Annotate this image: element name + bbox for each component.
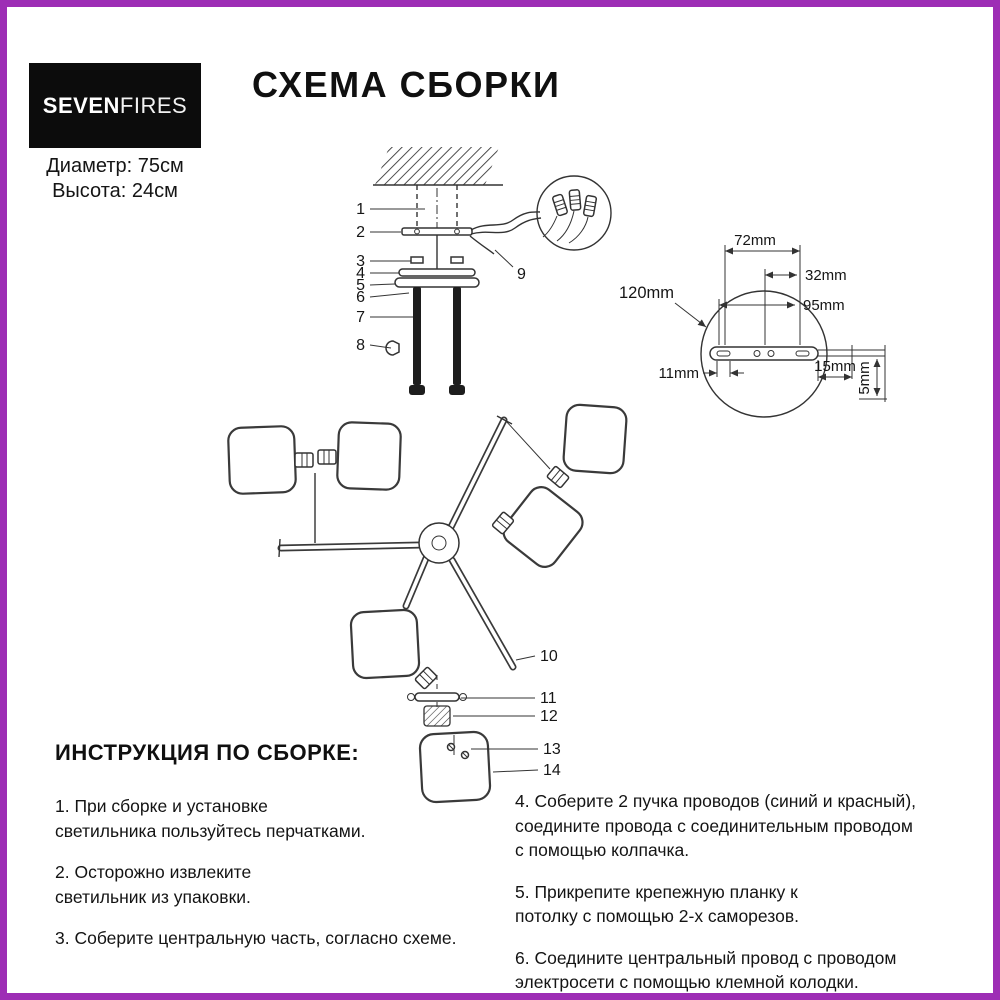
- callout-2: 2: [356, 224, 365, 241]
- mounting-strap: [709, 346, 819, 361]
- lamp-shade-1: [227, 425, 297, 495]
- lock-ring: [385, 340, 400, 356]
- dim-15mm: 15mm: [814, 358, 856, 375]
- dim-72mm: 72mm: [734, 232, 776, 249]
- canopy-plate-lower: [394, 277, 480, 288]
- instruction-step-3: 3. Соберите центральную часть, согласно …: [55, 928, 457, 948]
- ceiling-hatch: [375, 147, 499, 185]
- wire-connector: [551, 193, 569, 217]
- instruction-step-2: 2. Осторожно извлеките светильник из упа…: [55, 862, 252, 907]
- wiring-detail-circle: [536, 175, 612, 251]
- callout-7: 7: [356, 309, 365, 326]
- wire-connector: [582, 194, 598, 218]
- canopy-plate-upper: [398, 268, 476, 277]
- instruction-step-6: 6. Соедините центральный провод с провод…: [515, 947, 897, 993]
- lamp-shade-4: [502, 486, 584, 568]
- callout-12: 12: [540, 708, 558, 725]
- lamp-shade-3: [562, 403, 628, 475]
- callout-1: 1: [356, 201, 365, 218]
- callout-labels-top: 1 2 3 4 5 6 7 8 9: [356, 201, 526, 354]
- instruction-step-4: 4. Соберите 2 пучка проводов (синий и кр…: [515, 791, 917, 860]
- brand-name-fires: FIRES: [119, 92, 188, 118]
- dim-120mm: 120mm: [619, 284, 674, 302]
- down-tube-left: [413, 287, 421, 385]
- dim-11mm: 11mm: [658, 365, 699, 382]
- callout-4: 4: [356, 265, 365, 282]
- lamp-shade-2: [336, 421, 402, 491]
- brand-name-seven: SEVEN: [42, 92, 120, 118]
- instructions-heading: ИНСТРУКЦИЯ ПО СБОРКЕ:: [55, 740, 360, 765]
- wire: [470, 211, 541, 231]
- fixing-screws: [446, 742, 470, 760]
- callout-9: 9: [517, 266, 526, 283]
- shade-socket: [317, 449, 337, 465]
- assembly-diagram: 1 2 3 4 5 6 7 8 9 72mm: [227, 147, 887, 804]
- wire-connector: [568, 188, 582, 212]
- spec-height: Высота: 24см: [52, 180, 178, 202]
- chandelier-drawing: 10 11 12 13 14: [227, 403, 628, 804]
- detail-circle: [700, 290, 828, 418]
- chandelier-arms: [277, 416, 517, 671]
- shade-socket: [294, 452, 314, 468]
- lamp-shade-6: [418, 730, 492, 804]
- wire: [470, 217, 542, 235]
- dim-95mm: 95mm: [803, 297, 845, 314]
- shade-bracket: [414, 692, 460, 702]
- lamp-socket: [423, 705, 451, 727]
- instruction-step-5: 5. Прикрепите крепежную планку к потолку…: [515, 881, 799, 927]
- callout-10: 10: [540, 648, 558, 665]
- spec-diameter: Диаметр: 75см: [46, 155, 184, 177]
- dim-32mm: 32mm: [805, 267, 847, 284]
- callout-3: 3: [356, 253, 365, 270]
- callout-5: 5: [356, 277, 365, 294]
- ceiling-mount-drawing: [373, 147, 542, 395]
- lamp-shade-5: [349, 608, 421, 680]
- callout-11: 11: [540, 690, 557, 707]
- center-hub: [418, 522, 460, 564]
- mounting-bar: [401, 227, 473, 236]
- dim-5mm: 5mm: [856, 361, 873, 394]
- instructions-column-left: 1. При сборке и установке светильника по…: [55, 794, 495, 968]
- shade-socket: [545, 465, 571, 489]
- callout-13: 13: [543, 741, 561, 758]
- callout-14: 14: [543, 762, 561, 779]
- callout-8: 8: [356, 337, 365, 354]
- callout-6: 6: [356, 289, 365, 306]
- page-title: СХЕМА СБОРКИ: [252, 64, 561, 105]
- product-specs: Диаметр: 75см Высота: 24см: [25, 154, 205, 204]
- mounting-plate-dimensions: 72mm 32mm 95mm 120mm 11mm 15mm: [619, 232, 887, 418]
- instruction-step-1: 1. При сборке и установке светильника по…: [55, 796, 366, 841]
- instructions-column-right: 4. Соберите 2 пучка проводов (синий и кр…: [515, 789, 980, 993]
- wire: [469, 235, 495, 255]
- down-tube-right: [453, 287, 461, 385]
